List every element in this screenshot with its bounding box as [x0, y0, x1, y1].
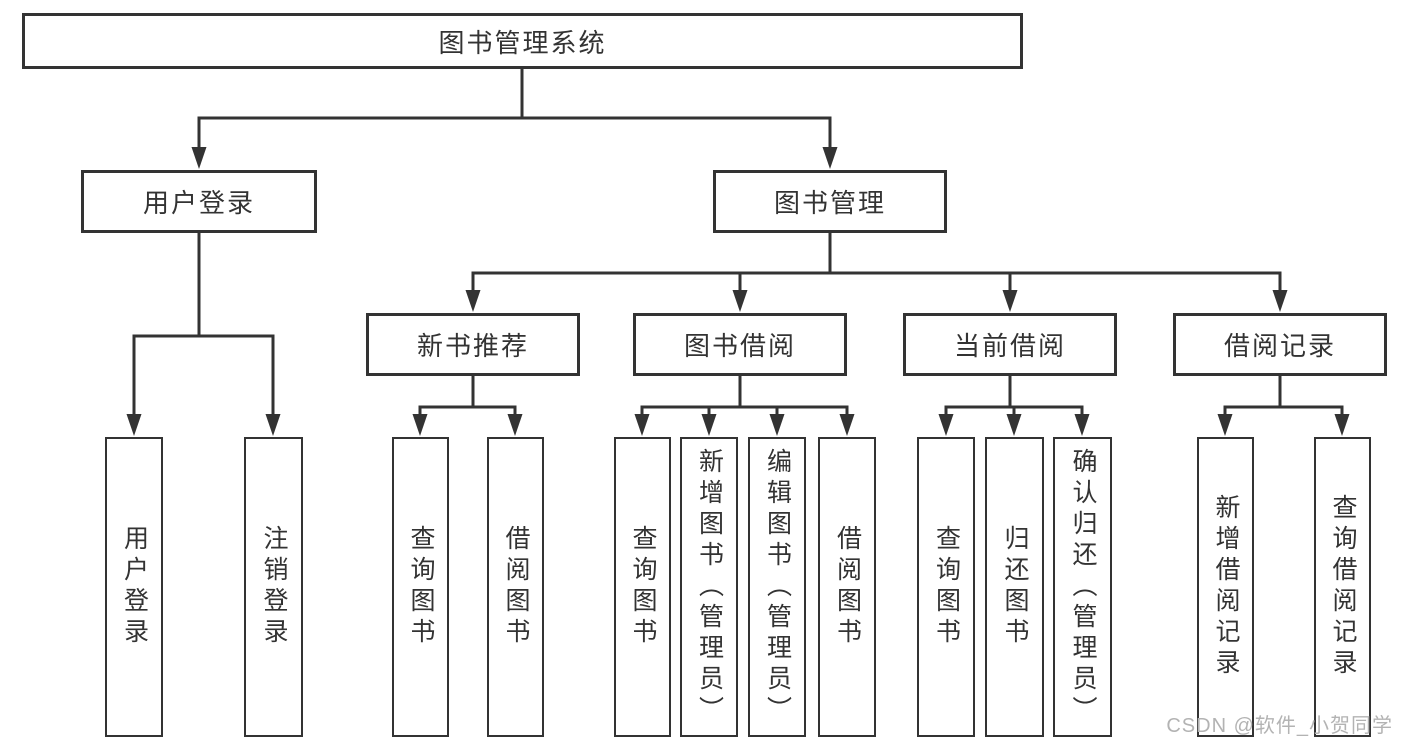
node-label: 图书借阅 [683, 331, 796, 361]
leaf-user-login: 用户登录 [105, 437, 163, 737]
leaf-label: 查询借阅记录 [1329, 494, 1357, 680]
leaf-return-books: 归还图书 [985, 437, 1044, 737]
leaf-label: 新增图书（管理员） [695, 447, 724, 727]
leaf-label: 用户登录 [120, 525, 149, 649]
leaf-label: 借阅图书 [833, 525, 862, 649]
leaf-query-books-recommend: 查询图书 [392, 437, 449, 737]
node-label: 借阅记录 [1223, 331, 1336, 361]
leaf-borrow-books: 借阅图书 [818, 437, 876, 737]
node-borrow-records: 借阅记录 [1173, 313, 1387, 376]
node-library-management-system: 图书管理系统 [22, 13, 1023, 69]
leaf-query-books-borrow: 查询图书 [614, 437, 671, 737]
leaf-label: 注销登录 [260, 525, 288, 649]
leaf-label: 编辑图书（管理员） [763, 447, 792, 727]
leaf-label: 查询图书 [629, 525, 657, 649]
node-label: 当前借阅 [953, 331, 1066, 361]
node-new-book-recommend: 新书推荐 [366, 313, 580, 376]
node-book-borrow: 图书借阅 [633, 313, 847, 376]
node-current-borrow: 当前借阅 [903, 313, 1117, 376]
leaf-label: 归还图书 [1001, 525, 1029, 649]
leaf-confirm-return-admin: 确认归还（管理员） [1053, 437, 1112, 737]
leaf-label: 查询图书 [407, 525, 435, 649]
leaf-logout: 注销登录 [244, 437, 303, 737]
csdn-watermark: CSDN @软件_小贺同学 [1166, 715, 1393, 737]
leaf-add-books-admin: 新增图书（管理员） [680, 437, 738, 737]
leaf-label: 查询图书 [932, 525, 961, 649]
node-label: 新书推荐 [416, 331, 529, 361]
leaf-label: 借阅图书 [502, 525, 530, 649]
leaf-edit-books-admin: 编辑图书（管理员） [748, 437, 806, 737]
leaf-label: 新增借阅记录 [1212, 494, 1240, 680]
arrowheads [126, 147, 1350, 436]
node-user-login: 用户登录 [81, 170, 317, 233]
node-book-management: 图书管理 [713, 170, 947, 233]
leaf-query-borrow-record: 查询借阅记录 [1314, 437, 1371, 737]
leaf-label: 确认归还（管理员） [1069, 447, 1097, 727]
leaf-query-books-current: 查询图书 [917, 437, 975, 737]
node-label: 用户登录 [142, 188, 255, 218]
leaf-borrow-books-recommend: 借阅图书 [487, 437, 544, 737]
leaf-add-borrow-record: 新增借阅记录 [1197, 437, 1254, 737]
node-label: 图书管理 [773, 188, 886, 218]
node-label: 图书管理系统 [438, 27, 607, 58]
